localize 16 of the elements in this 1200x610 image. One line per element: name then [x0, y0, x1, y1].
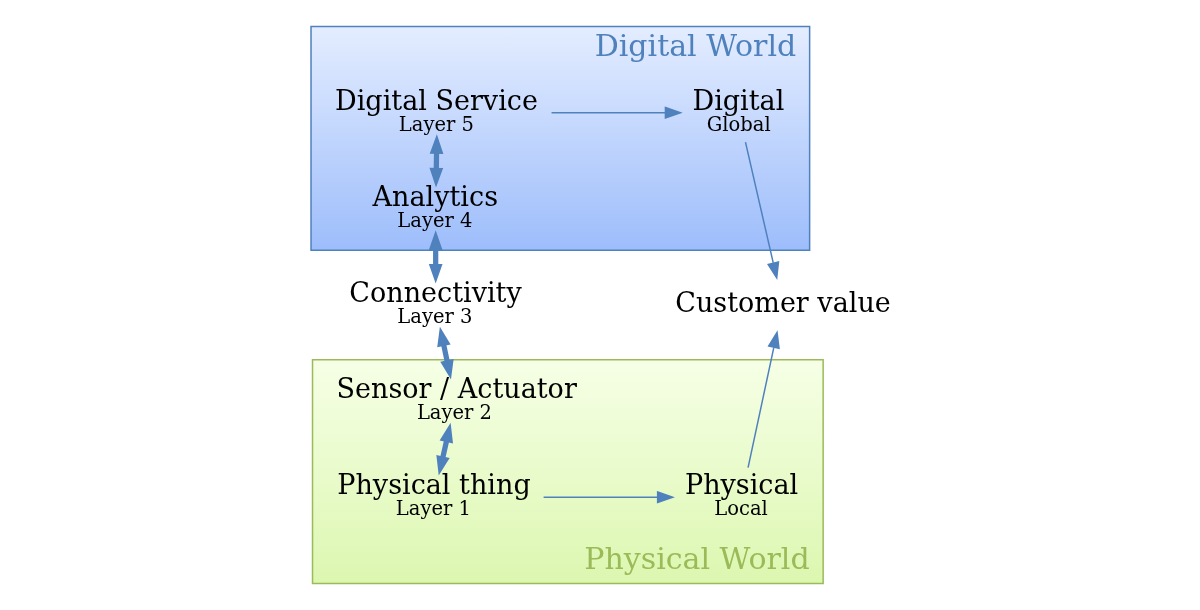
node-text: Analytics Layer 4 — [372, 180, 498, 232]
arrow — [746, 330, 780, 469]
arrow — [435, 422, 453, 476]
node-text: Customer value — [674, 286, 891, 318]
arrow — [550, 106, 683, 120]
arrow — [542, 490, 675, 504]
node-text: Digital Global — [691, 84, 784, 136]
node-text: Sensor / Actuator Layer 2 — [336, 372, 577, 424]
node-text: Physical Local — [684, 469, 798, 521]
node-text: Connectivity Layer 3 — [348, 276, 522, 328]
node-text: Digital Service Layer 5 — [334, 84, 538, 136]
arrow — [436, 326, 454, 380]
node-text: Physical thing Layer 1 — [336, 469, 531, 521]
arrow — [428, 134, 443, 188]
arrow — [428, 230, 443, 284]
arrow — [744, 141, 779, 281]
